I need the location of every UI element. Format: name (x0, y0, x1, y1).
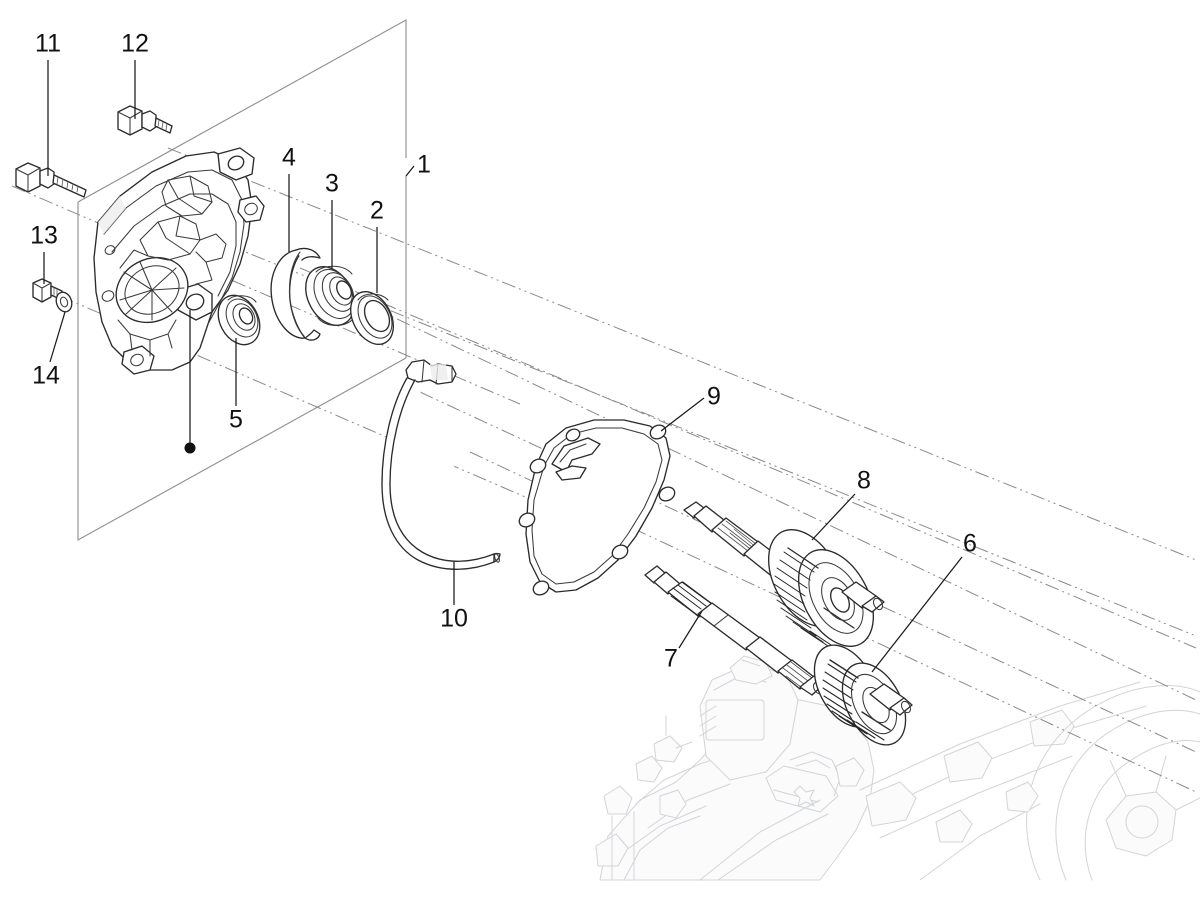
part-8-countershaft-with-gear (683, 501, 885, 652)
callout-13[interactable]: 13 (30, 222, 58, 250)
part-3-ball-bearing (305, 265, 355, 327)
part-10-breather-hose (381, 359, 501, 570)
projection-box (77, 19, 407, 541)
dot-terminator (184, 442, 196, 454)
callout-9[interactable]: 9 (707, 383, 721, 411)
callout-5[interactable]: 5 (229, 406, 243, 434)
callout-6[interactable]: 6 (963, 530, 977, 558)
callout-8[interactable]: 8 (857, 467, 871, 495)
part-1-crankcase-cover (93, 147, 265, 375)
part-9-cover-gasket (518, 419, 676, 596)
part-11-flange-bolt-long (15, 162, 87, 198)
callout-3[interactable]: 3 (325, 170, 339, 198)
callout-10[interactable]: 10 (440, 605, 468, 633)
leader-8 (811, 493, 856, 541)
part-14-sealing-washer (55, 291, 73, 313)
leader-7 (678, 610, 703, 649)
leader-14 (49, 311, 66, 363)
part-12-flange-bolt-short (117, 105, 173, 136)
callout-14[interactable]: 14 (32, 362, 60, 390)
leader-1 (405, 165, 415, 177)
leader-dot-marker (184, 310, 196, 454)
callout-1[interactable]: 1 (417, 151, 431, 179)
part-6-driven-gear-axle (813, 644, 913, 746)
callout-7[interactable]: 7 (664, 645, 678, 673)
part-2-oil-seal (350, 291, 394, 345)
callout-11[interactable]: 11 (35, 30, 61, 58)
callout-2[interactable]: 2 (370, 197, 384, 225)
callout-12[interactable]: 12 (121, 30, 149, 58)
part-5-ball-bearing-small (217, 294, 261, 346)
leader-9 (660, 397, 705, 432)
callout-4[interactable]: 4 (282, 144, 296, 172)
leader-6 (871, 556, 963, 673)
part-4-circlip (270, 247, 321, 341)
